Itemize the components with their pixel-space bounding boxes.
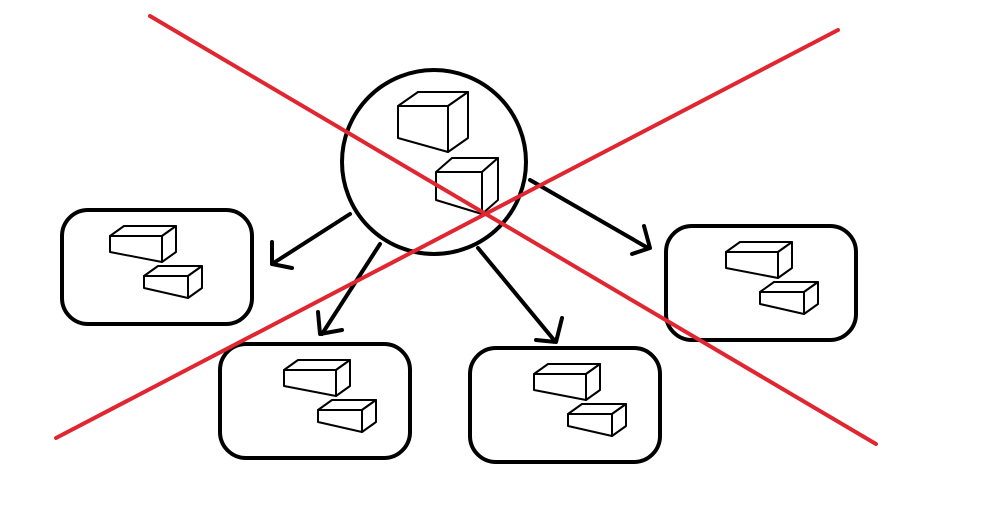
node-bottom-left: [218, 342, 412, 460]
node-right: [664, 224, 858, 342]
arrow-to-bottom-left-node: [316, 242, 382, 336]
arrow-to-bottom-right-node: [476, 246, 564, 344]
hub-boxes-icon: [397, 91, 499, 215]
node-right-boxes-icon: [725, 241, 819, 315]
hub-node: [340, 68, 528, 256]
node-bottom-right: [468, 346, 662, 464]
node-bottom-right-boxes-icon: [533, 363, 627, 437]
red-x-icon: [54, 14, 878, 446]
cross-line-2: [54, 28, 840, 440]
node-left-boxes-icon: [109, 225, 203, 299]
arrow-to-left-node: [270, 212, 352, 270]
node-left: [60, 208, 254, 326]
connection-arrows: [270, 178, 652, 344]
cross-line-1: [148, 14, 878, 446]
node-bottom-left-boxes-icon: [283, 359, 377, 433]
arrow-to-right-node: [528, 178, 652, 256]
